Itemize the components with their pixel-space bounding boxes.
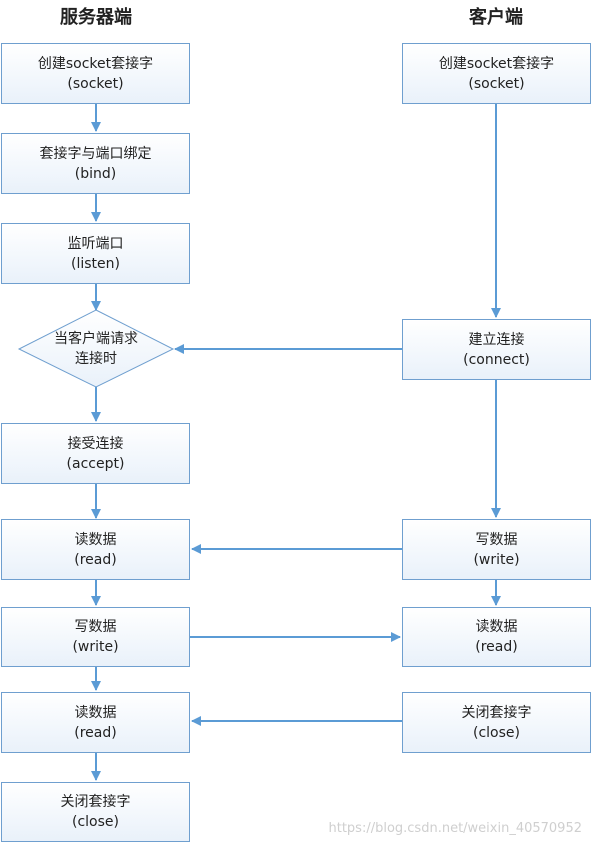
node-sub: (write) xyxy=(72,639,119,655)
node-sub: (socket) xyxy=(468,75,525,92)
node-box xyxy=(1,519,190,580)
node-box xyxy=(1,607,190,667)
node-box xyxy=(1,43,190,104)
decision-diamond xyxy=(17,309,175,388)
server-node-write: 写数据 (write) xyxy=(1,607,190,667)
node-box xyxy=(402,607,591,667)
client-node-connect: 建立连接 (connect) xyxy=(402,319,591,380)
server-node-read-1: 读数据 (read) xyxy=(1,519,190,580)
server-node-bind: 套接字与端口绑定 (bind) xyxy=(1,133,190,194)
node-box xyxy=(1,223,190,284)
node-sub: (write) xyxy=(473,551,520,568)
node-sub: (close) xyxy=(72,814,119,830)
server-decision-text: 当客户端请求 连接时 xyxy=(19,310,173,387)
node-sub: (accept) xyxy=(66,455,125,472)
node-label: 关闭套接字 xyxy=(60,794,131,810)
node-sub: (connect) xyxy=(463,351,530,368)
client-node-write: 写数据 (write) xyxy=(402,519,591,580)
server-node-listen: 监听端口 (listen) xyxy=(1,223,190,284)
node-label: 监听端口 xyxy=(67,235,124,252)
client-node-socket: 创建socket套接字 (socket) xyxy=(402,43,591,104)
decision-sub: 连接时 xyxy=(75,350,117,367)
node-label: 读数据 xyxy=(74,531,117,548)
server-node-socket: 创建socket套接字 (socket) xyxy=(1,43,190,104)
node-box xyxy=(402,319,591,380)
node-label: 接受连接 xyxy=(67,435,124,452)
node-label: 写数据 xyxy=(475,531,518,548)
node-box xyxy=(1,692,190,753)
client-node-read: 读数据 (read) xyxy=(402,607,591,667)
client-column-title: 客户端 xyxy=(469,7,523,28)
node-box xyxy=(1,133,190,194)
server-node-accept: 接受连接 (accept) xyxy=(1,423,190,484)
node-box xyxy=(402,519,591,580)
server-node-close: 关闭套接字 (close) xyxy=(1,782,190,842)
node-label: 关闭套接字 xyxy=(461,704,532,721)
node-sub: (socket) xyxy=(67,75,124,92)
node-label: 套接字与端口绑定 xyxy=(39,145,152,162)
node-sub: (read) xyxy=(475,639,518,655)
client-node-close: 关闭套接字 (close) xyxy=(402,692,591,753)
server-node-read-2: 读数据 (read) xyxy=(1,692,190,753)
node-sub: (read) xyxy=(74,551,117,568)
server-column-title: 服务器端 xyxy=(60,7,132,28)
node-box xyxy=(402,43,591,104)
watermark-text: https://blog.csdn.net/weixin_40570952 xyxy=(328,821,582,836)
decision-label: 当客户端请求 xyxy=(54,330,138,347)
node-sub: (read) xyxy=(74,724,117,741)
node-label: 写数据 xyxy=(74,619,117,635)
node-label: 读数据 xyxy=(475,619,518,635)
node-label: 建立连接 xyxy=(468,331,525,348)
node-box xyxy=(1,423,190,484)
node-sub: (close) xyxy=(473,724,520,741)
node-box xyxy=(402,692,591,753)
node-box xyxy=(1,782,190,842)
node-sub: (listen) xyxy=(71,255,120,272)
node-label: 创建socket套接字 xyxy=(438,55,555,72)
node-label: 创建socket套接字 xyxy=(37,55,154,72)
node-label: 读数据 xyxy=(74,704,117,721)
node-sub: (bind) xyxy=(74,165,117,182)
